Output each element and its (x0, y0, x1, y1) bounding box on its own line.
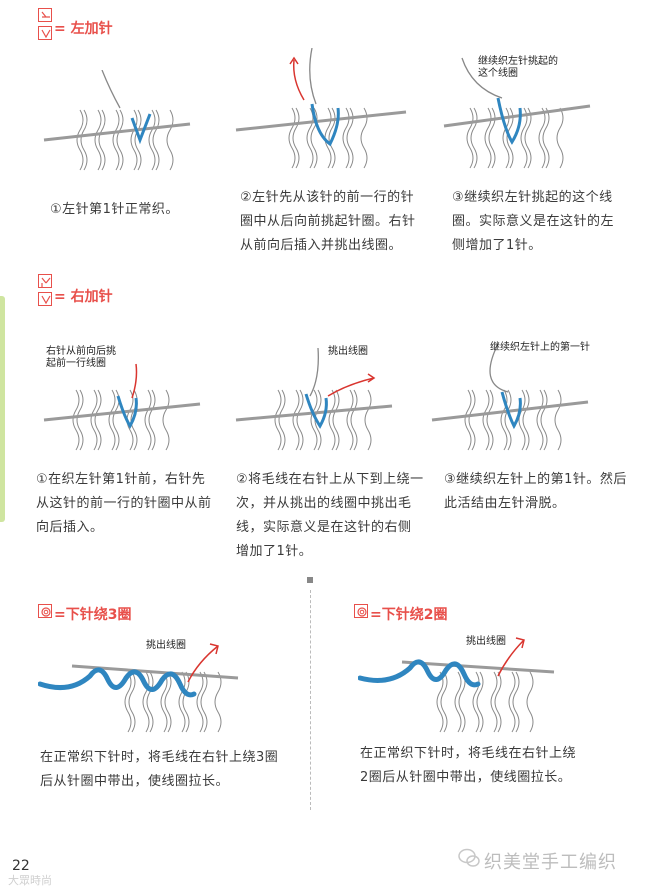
callout-right-inc-step2: 挑出线圈 (328, 346, 368, 358)
section-title-wrap3: =下针绕3圈 (54, 604, 131, 624)
right-increase-symbol-icon (38, 274, 52, 288)
callout-right-inc-step1-text: 右针从前向后挑 起前一行线圈 (46, 346, 116, 370)
caption-right-inc-step1: ①在织左针第1针前，右针先从这针的前一行的针圈中从前向后插入。 (36, 468, 214, 540)
brand-name: 织美堂手工编织 (484, 848, 617, 874)
divider-vertical (310, 590, 311, 810)
wrap3-symbol-icon (38, 604, 52, 618)
caption-right-inc-step3: ③继续织左针上的第1针。然后此活结由左针滑脱。 (444, 468, 630, 516)
caption-left-inc-step1: ①左针第1针正常织。 (50, 198, 210, 222)
callout-wrap3: 挑出线圈 (146, 640, 186, 652)
illustration-left-inc-step1 (40, 70, 200, 185)
watermark: 大眾時尚 (8, 872, 52, 888)
section-title-left-increase: = 左加针 (54, 18, 113, 38)
illustration-left-inc-step2 (232, 48, 412, 188)
right-increase-symbol-icon-2 (38, 292, 52, 306)
caption-left-inc-step3: ③继续织左针挑起的这个线圈。实际意义是在这针的左侧增加了1针。 (452, 186, 620, 258)
left-increase-symbol-icon-2 (38, 26, 52, 40)
callout-left-inc-step3: 继续织左针挑起的 这个线圈 (478, 56, 558, 80)
side-tab (0, 296, 5, 522)
callout-wrap2: 挑出线圈 (466, 636, 506, 648)
left-increase-symbol-icon (38, 8, 52, 22)
illustration-wrap2 (358, 632, 568, 742)
callout-right-inc-step3: 继续织左针上的第一针 (490, 342, 590, 354)
caption-wrap2: 在正常织下针时，将毛线在右针上绕2圈后从针圈中带出，使线圈拉长。 (360, 742, 580, 790)
illustration-right-inc-step2 (232, 340, 412, 460)
section-title-right-increase: = 右加针 (54, 286, 113, 306)
illustration-right-inc-step3 (428, 340, 608, 460)
wrap2-symbol-icon (354, 604, 368, 618)
caption-wrap3: 在正常织下针时，将毛线在右针上绕3圈后从针圈中带出，使线圈拉长。 (40, 746, 280, 794)
callout-left-inc-step3-text: 继续织左针挑起的 这个线圈 (478, 56, 558, 80)
section-title-wrap2: =下针绕2圈 (370, 604, 447, 624)
callout-right-inc-step1: 右针从前向后挑 起前一行线圈 (46, 346, 116, 370)
caption-right-inc-step2: ②将毛线在右针上从下到上绕一次，并从挑出的线圈中挑出毛线，实际意义是在这针的右侧… (236, 468, 424, 564)
wechat-icon (458, 848, 480, 868)
divider-dot (307, 577, 313, 583)
caption-left-inc-step2: ②左针先从该针的前一行的针圈中从后向前挑起针圈。右针从前向后插入并挑出线圈。 (240, 186, 420, 258)
